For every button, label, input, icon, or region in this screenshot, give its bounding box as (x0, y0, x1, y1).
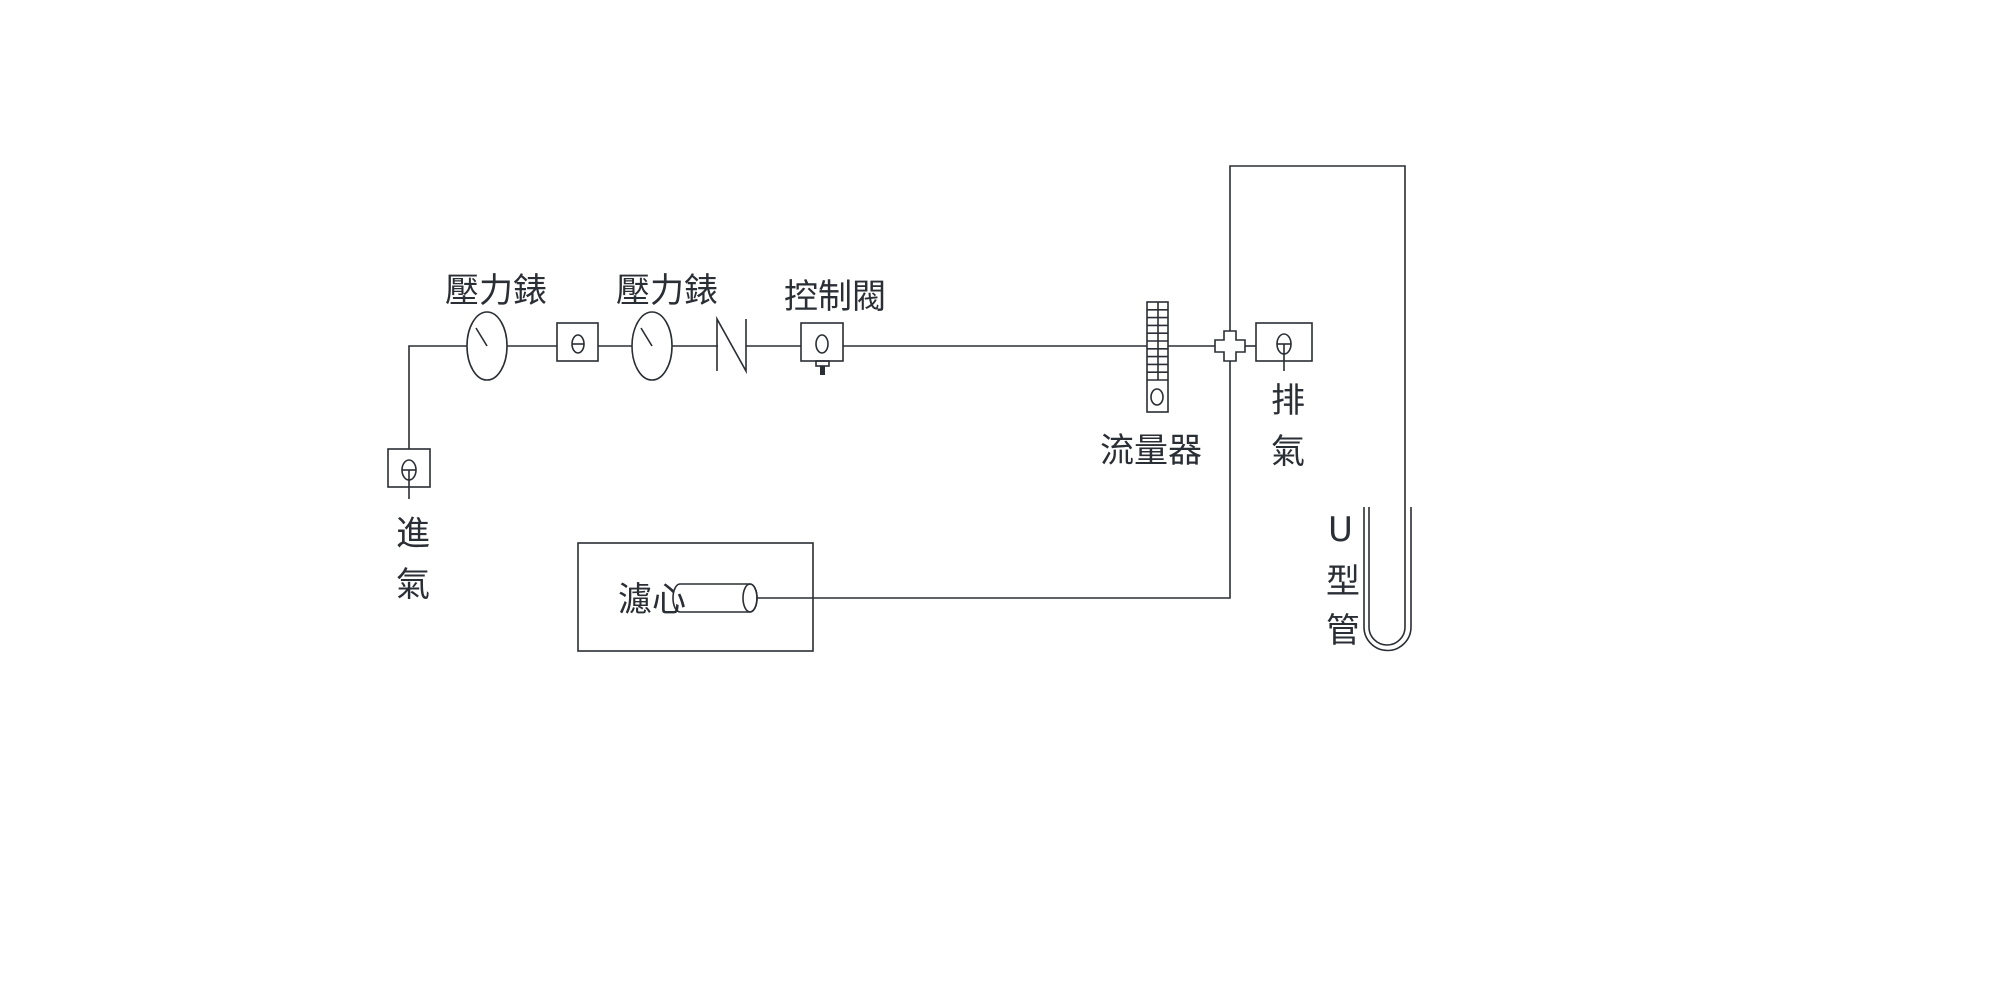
exhaust-label-1: 排 (1271, 381, 1305, 421)
exhaust-valve (1255, 322, 1313, 371)
pipes (408, 165, 1406, 599)
exhaust-label-2: 氣 (1271, 432, 1305, 472)
inlet-label-1: 進 (396, 514, 430, 554)
cross-fitting (1214, 330, 1246, 362)
filter-housing (577, 542, 814, 652)
check-valve (716, 315, 747, 375)
control-valve (800, 322, 844, 375)
u-tube-label-3: 管 (1326, 611, 1360, 651)
ball-valve (556, 322, 599, 362)
flowmeter-label: 流量器 (1100, 431, 1202, 471)
pressure-gauge-2-label: 壓力錶 (616, 271, 718, 311)
inlet-label-2: 氣 (396, 565, 430, 605)
pressure-gauge-1-label: 壓力錶 (445, 271, 547, 311)
pressure-gauge-2 (631, 311, 673, 381)
control-valve-label: 控制閥 (784, 277, 886, 317)
filter-label: 濾心 (618, 580, 686, 620)
inlet-valve (387, 448, 431, 499)
flowmeter (1146, 301, 1169, 413)
u-tube-label-2: 型 (1326, 562, 1360, 602)
u-tube (1363, 507, 1412, 652)
pressure-gauge-1 (466, 311, 508, 381)
u-tube-label-1: U (1328, 510, 1353, 550)
